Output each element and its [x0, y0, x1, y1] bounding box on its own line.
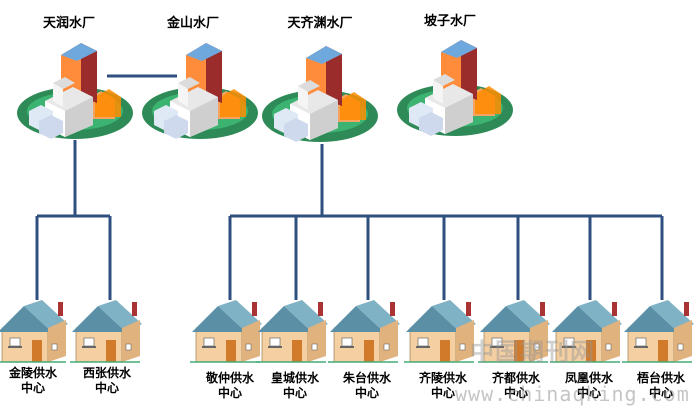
center-label-line2: 中心 — [217, 386, 243, 400]
water-plant-icon-pozi — [397, 40, 513, 136]
supply-center-icon-zhutai — [327, 299, 401, 363]
plant-label-tianqirun: 天齐渊水厂 — [287, 16, 353, 31]
supply-center-icon-xizhang — [69, 299, 143, 363]
center-label-line2: 中心 — [354, 386, 380, 400]
water-plant-icon-jinshan — [142, 43, 258, 139]
center-label-line1: 皇城供水 — [270, 371, 320, 385]
center-label-line1: 梧台供水 — [636, 371, 686, 385]
center-label-fenghuang: 凤凰供水中心 — [565, 371, 613, 401]
center-label-line2: 中心 — [648, 386, 674, 400]
center-label-line2: 中心 — [430, 386, 456, 400]
center-label-line2: 中心 — [503, 386, 529, 400]
center-label-line1: 敬仲供水 — [205, 371, 255, 385]
water-plant-icon-tianqirun — [262, 46, 378, 142]
center-label-huangcheng: 皇城供水中心 — [271, 371, 319, 401]
supply-center-icon-qiling — [403, 299, 477, 363]
supply-center-icon-jingzhong — [189, 299, 263, 363]
center-label-zhutai: 朱台供水中心 — [343, 371, 391, 401]
center-label-jinling: 金陵供水中心 — [9, 366, 57, 396]
plant-label-pozi: 坡子水厂 — [423, 14, 477, 29]
center-label-line1: 齐都供水 — [491, 371, 541, 385]
water-plant-icon-tianrun — [17, 43, 133, 139]
center-label-jingzhong: 敬仲供水中心 — [206, 371, 254, 401]
plant-label-jinshan: 金山水厂 — [166, 16, 220, 31]
supply-center-icon-jinling — [0, 299, 69, 363]
center-label-xizhang: 西张供水中心 — [83, 366, 131, 396]
supply-center-icon-wutai — [621, 299, 695, 363]
plant-label-tianrun: 天润水厂 — [42, 16, 96, 31]
center-label-wutai: 梧台供水中心 — [637, 371, 685, 401]
center-label-qiling: 齐陵供水中心 — [419, 371, 467, 401]
plant-icons — [17, 40, 513, 142]
center-label-line1: 齐陵供水 — [418, 371, 468, 385]
center-label-line2: 中心 — [282, 386, 308, 400]
center-label-line1: 凤凰供水 — [564, 371, 614, 385]
center-label-line1: 金陵供水 — [8, 366, 58, 380]
pipe-network — [35, 74, 664, 300]
center-label-line2: 中心 — [94, 381, 120, 395]
supply-center-icon-huangcheng — [255, 299, 329, 363]
center-label-line1: 朱台供水 — [342, 371, 392, 385]
center-label-line2: 中心 — [576, 386, 602, 400]
center-label-line2: 中心 — [20, 381, 46, 395]
watermark-url: www.chinaqking.com — [455, 382, 690, 406]
center-label-line1: 西张供水 — [82, 366, 132, 380]
watermark-cn: 中国期刊网 — [470, 338, 595, 366]
center-label-qidu: 齐都供水中心 — [492, 371, 540, 401]
